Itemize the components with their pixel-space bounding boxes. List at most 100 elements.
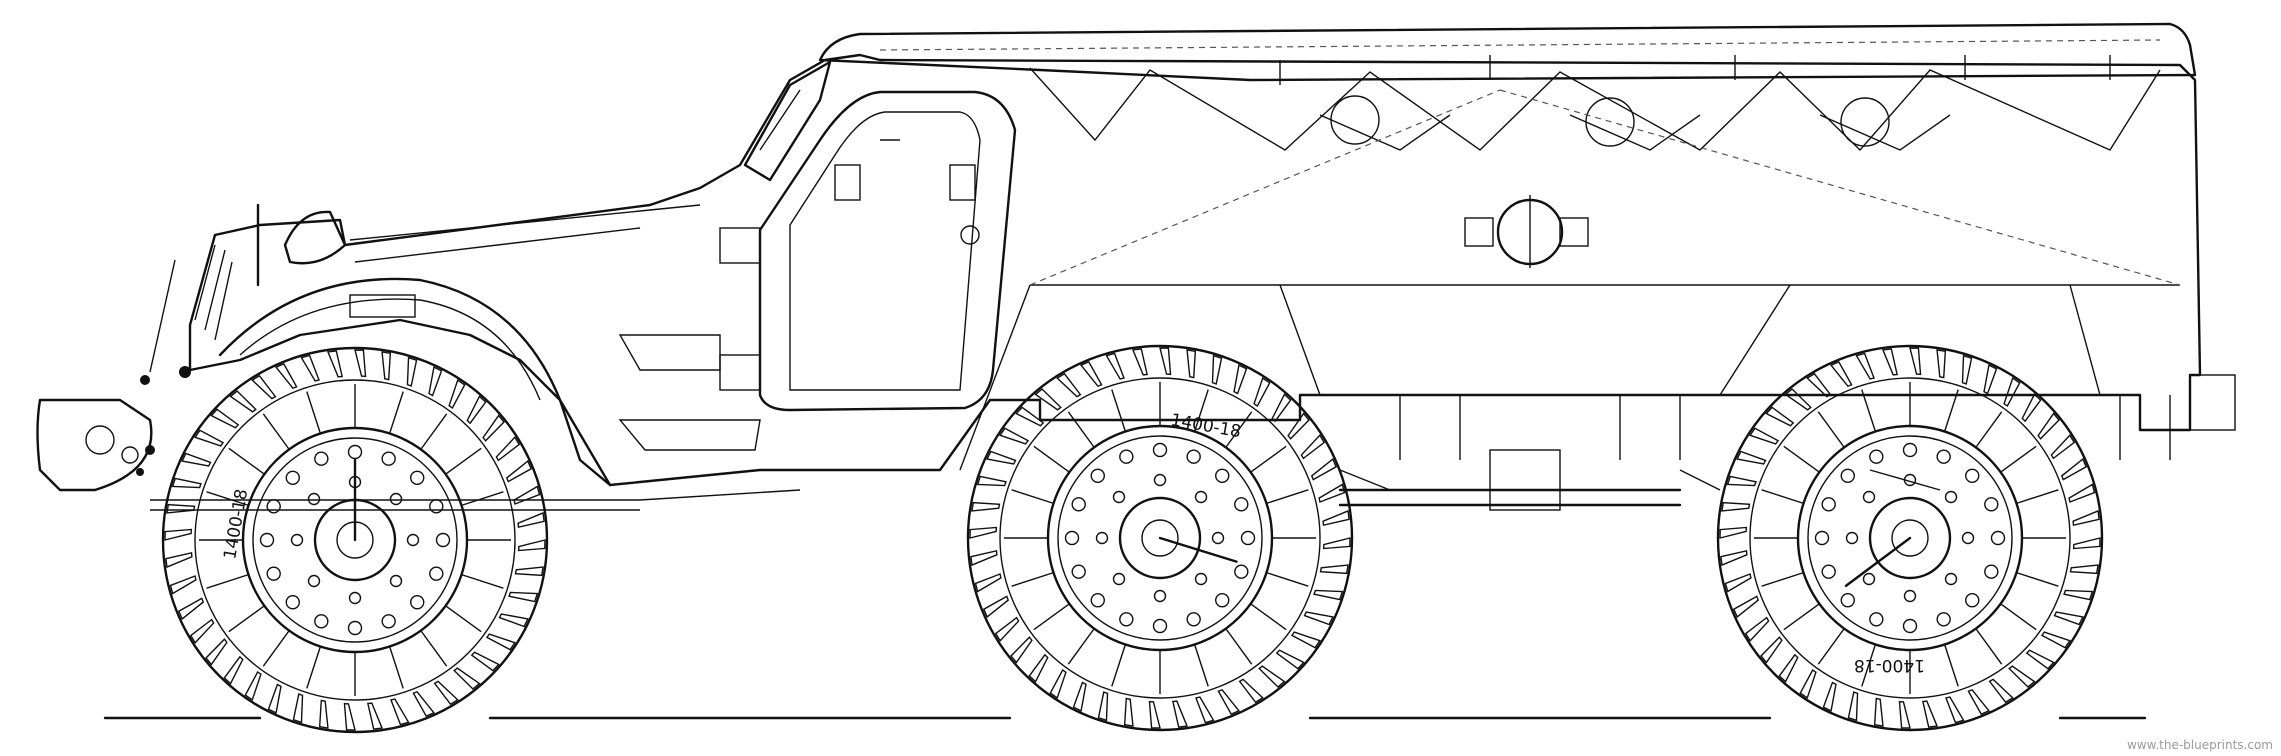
tread-block [292,693,304,724]
tread-block [1172,700,1189,728]
tread-block [514,566,544,577]
rim-bolt [314,614,329,629]
tread-block [2021,393,2042,423]
tread-block [453,667,481,690]
tire-outer [966,344,1354,732]
rim-bolt [1936,612,1951,627]
tread-block [969,526,998,539]
hub-bolt [1153,589,1167,603]
rim-bolt [1215,468,1230,483]
sidewall-line [1111,644,1127,687]
tread-block [318,699,329,729]
rim-bolt [259,532,275,548]
tread-block [267,683,282,714]
tread-block [1072,681,1087,712]
tread-block [1749,427,1780,445]
sidewall-line [1783,603,1820,631]
sidewall-line [1193,644,1209,687]
tread-block [495,436,521,462]
sidewall-line [1975,411,2003,448]
rim-bolt [1090,593,1105,608]
rim-bolt [429,566,444,581]
tread-block [1148,700,1161,729]
tread-block [1806,372,1832,398]
rim-bolt [266,566,281,581]
hub-bolt [1903,473,1917,487]
rim-bolt [1821,564,1836,579]
tread-block [971,501,1001,512]
rim-bolt [410,595,425,610]
hub-bolt [307,574,321,588]
tread-block [343,702,356,731]
sidewall-line [1783,445,1820,473]
sidewall-line [228,447,265,475]
sidewall-line [388,646,404,689]
sidewall-line [1193,389,1209,432]
tread-block [169,575,197,595]
rim-inner [252,437,458,643]
sidewall-line [1943,644,1959,687]
hub-bolt [290,533,304,547]
tread-block [1760,636,1783,664]
tread-block [508,591,539,603]
sidewall-line [2000,603,2037,631]
sidewall-line [1861,644,1877,687]
tread-block [1736,450,1767,465]
hub-bolt [1944,490,1958,504]
hub-bolt [1862,490,1876,504]
sidewall-line [1761,571,1804,587]
rim-bolt [1869,449,1884,464]
rim-bolt [1840,468,1855,483]
tread-block [999,427,1030,445]
tread-block [1303,611,1334,626]
sidewall-line [461,573,504,589]
tread-block [1983,364,1998,395]
tread-block [354,349,367,378]
tire-outer [161,346,549,734]
tread-block [1778,653,1799,683]
tire-inner [194,379,516,701]
sidewall-line [2016,571,2059,587]
tread-block [1253,377,1271,408]
sidewall-line [1067,411,1095,448]
rim-bolt [1071,497,1086,512]
tread-block [1028,653,1049,683]
tread-block [194,429,225,447]
sidewall-line [1861,389,1877,432]
sidewall-line [262,630,290,667]
sidewall-line [1761,489,1804,505]
hub [1118,496,1202,580]
tread-block [2053,611,2084,626]
tread-block [1720,550,1748,567]
tread-block [1238,678,1264,704]
tread-block [1034,388,1062,411]
tread-block [1961,354,1973,385]
tread-block [1936,349,1947,379]
tread-block [1319,564,1349,575]
tread-block [1010,636,1033,664]
tread-block [2003,377,2021,408]
tread-block [166,503,196,514]
rim-bolt [1152,442,1168,458]
tread-block [1015,406,1045,427]
hub-bolt [1903,589,1917,603]
sidewall-line [1111,389,1127,432]
tread-block [1988,678,2014,704]
sidewall-line [1975,628,2003,665]
hub-bolt [406,533,420,547]
hub-cap [1891,519,1929,557]
sidewall-line [206,491,249,507]
tread-block [1765,406,1795,427]
tread-block [485,633,516,651]
tire-inner [1749,377,2071,699]
sidewall-line [306,391,322,434]
tread-block [181,452,212,467]
rim-bolt [347,620,363,636]
sidewall-line [1250,603,1287,631]
rim-bolt [314,451,329,466]
rim [1046,424,1274,652]
rim-bolt [435,532,451,548]
hub-bolt [1845,531,1859,545]
rim-bolt [285,470,300,485]
rim-bolt [1965,468,1980,483]
